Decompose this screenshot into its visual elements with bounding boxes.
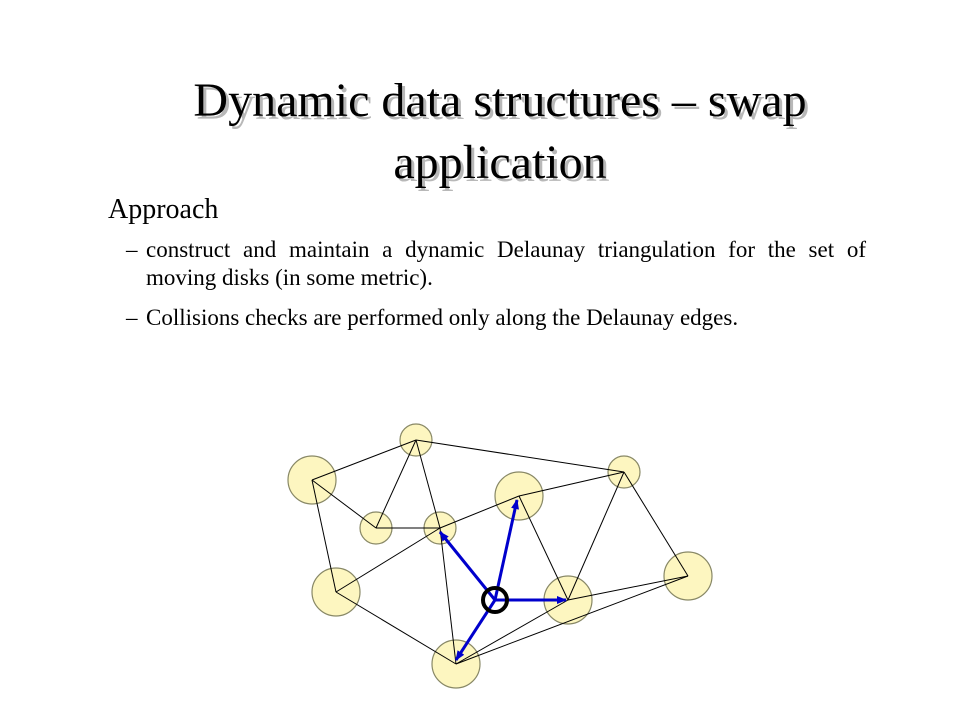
edge-layer [311, 439, 689, 665]
title-line-2: application [393, 136, 607, 189]
slide-title: Dynamic data structures – swap applicati… [60, 70, 940, 194]
delaunay-edge [415, 439, 625, 473]
delaunay-edge [439, 495, 520, 529]
delaunay-edge [375, 439, 417, 529]
delaunay-edge [567, 575, 689, 601]
delaunay-edge [311, 479, 377, 529]
moving-disk-marker-layer [481, 586, 509, 614]
collision-check-arrow [438, 531, 497, 601]
delaunay-edge [311, 479, 337, 593]
delaunay-edge [335, 591, 457, 665]
bullet-list: – construct and maintain a dynamic Delau… [126, 236, 866, 344]
delaunay-edge [518, 495, 569, 601]
bullet-dash: – [126, 237, 138, 262]
approach-heading: Approach [108, 194, 219, 225]
delaunay-edge [518, 471, 625, 497]
title-line-1: Dynamic data structures – swap [193, 74, 807, 127]
delaunay-edge [567, 471, 625, 601]
delaunay-edge [455, 575, 689, 665]
delaunay-edge [311, 439, 417, 481]
delaunay-edge [455, 599, 569, 665]
disk-layer [287, 423, 713, 689]
delaunay-edge [335, 527, 441, 593]
collision-check-arrow [493, 499, 519, 601]
bullet-text: Collisions checks are performed only alo… [146, 305, 739, 330]
bullet-text: construct and maintain a dynamic Delauna… [146, 237, 866, 290]
collision-arrow-layer [438, 499, 567, 661]
delaunay-edge [623, 471, 689, 577]
bullet-dash: – [126, 305, 138, 330]
delaunay-edge [415, 439, 441, 529]
delaunay-edge [439, 527, 457, 665]
bullet-item: – construct and maintain a dynamic Delau… [126, 236, 866, 292]
moving-disk-marker [481, 586, 509, 614]
bullet-item: – Collisions checks are performed only a… [126, 304, 866, 332]
